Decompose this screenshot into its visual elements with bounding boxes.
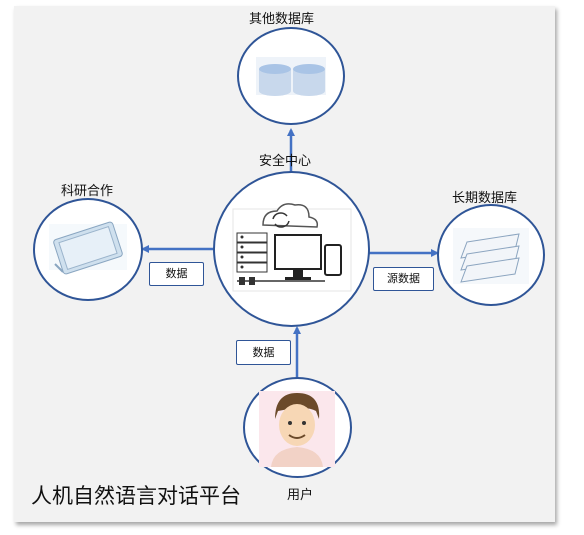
edge-label-center-longterm: 源数据: [373, 267, 434, 291]
research-node[interactable]: [33, 198, 143, 301]
user-label: 用户: [287, 488, 314, 503]
edge-label-user-center: 数据: [236, 340, 291, 365]
security-center-node[interactable]: [213, 171, 370, 327]
edge-label-research-center: 数据: [149, 262, 204, 286]
longterm-db-node[interactable]: [437, 204, 545, 306]
server-cloud-icon: [232, 203, 352, 292]
stacked-layers-icon: [453, 228, 529, 284]
research-label: 科研合作: [61, 184, 114, 199]
longterm-db-label: 长期数据库: [452, 191, 518, 206]
database-icon: [256, 57, 326, 96]
security-center-label: 安全中心: [259, 154, 312, 169]
user-node[interactable]: [243, 377, 352, 478]
other-db-label: 其他数据库: [249, 12, 315, 27]
tablet-icon: [49, 221, 127, 275]
platform-title: 人机自然语言对话平台: [31, 484, 241, 508]
other-db-node[interactable]: [237, 27, 345, 125]
user-avatar-icon: [259, 391, 335, 467]
